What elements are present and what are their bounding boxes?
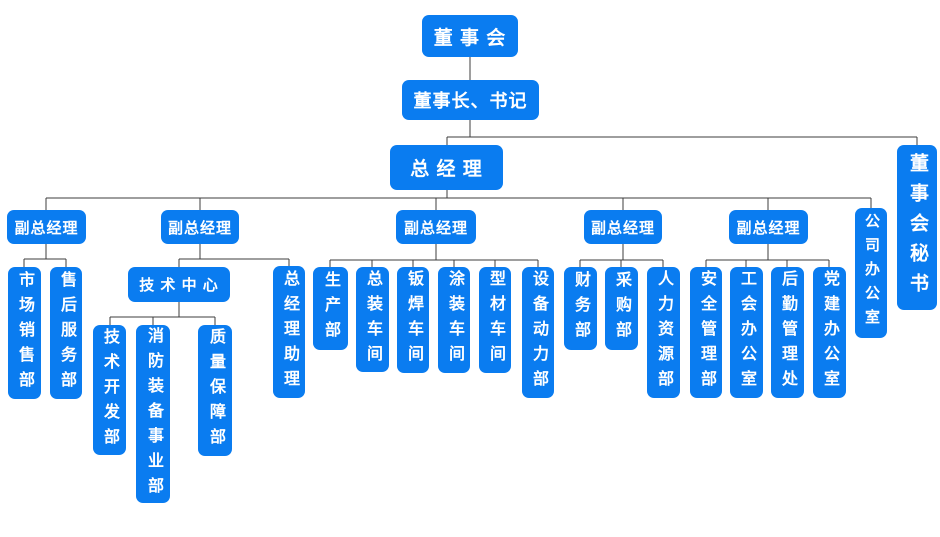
org-node-logistics-management-office: 后勤管理处 [771,267,804,398]
org-node-deputy-gm-2: 副总经理 [161,210,239,244]
org-node-tech-center: 技 术 中 心 [128,267,230,302]
org-node-equipment-power-dept: 设备动力部 [522,267,554,398]
org-node-general-manager: 总 经 理 [390,145,503,190]
org-node-finance-dept: 财务部 [564,267,597,350]
org-node-production-dept: 生产部 [313,267,348,350]
org-node-deputy-gm-3: 副总经理 [396,210,476,244]
org-node-assembly-shop: 总装车间 [356,267,389,372]
org-node-quality-assurance-dept: 质量保障部 [198,325,232,456]
org-node-deputy-gm-4: 副总经理 [584,210,662,244]
org-node-sheet-welding-shop: 钣焊车间 [397,267,429,373]
org-node-after-sales-dept: 售后服务部 [50,267,82,399]
org-node-profile-shop: 型材车间 [479,267,511,373]
org-node-safety-management-dept: 安全管理部 [690,267,722,398]
org-node-party-building-office: 党建办公室 [813,267,846,398]
org-node-board-secretary: 董事会秘书 [897,145,937,310]
org-node-company-office: 公司办公室 [855,208,887,338]
org-node-marketing-sales-dept: 市场销售部 [8,267,41,399]
org-node-gm-assistant: 总经理助理 [273,266,305,398]
org-node-chairman: 董事长、书记 [402,80,539,120]
org-node-deputy-gm-1: 副总经理 [7,210,86,244]
org-node-deputy-gm-5: 副总经理 [729,210,808,244]
org-node-procurement-dept: 采购部 [605,267,638,350]
org-node-hr-dept: 人力资源部 [647,267,680,398]
org-node-union-office: 工会办公室 [730,267,763,398]
org-node-board: 董 事 会 [422,15,518,57]
org-node-painting-shop: 涂装车间 [438,267,470,373]
org-node-fire-equipment-division: 消防装备事业部 [136,325,170,503]
org-node-tech-development-dept: 技术开发部 [93,325,126,455]
